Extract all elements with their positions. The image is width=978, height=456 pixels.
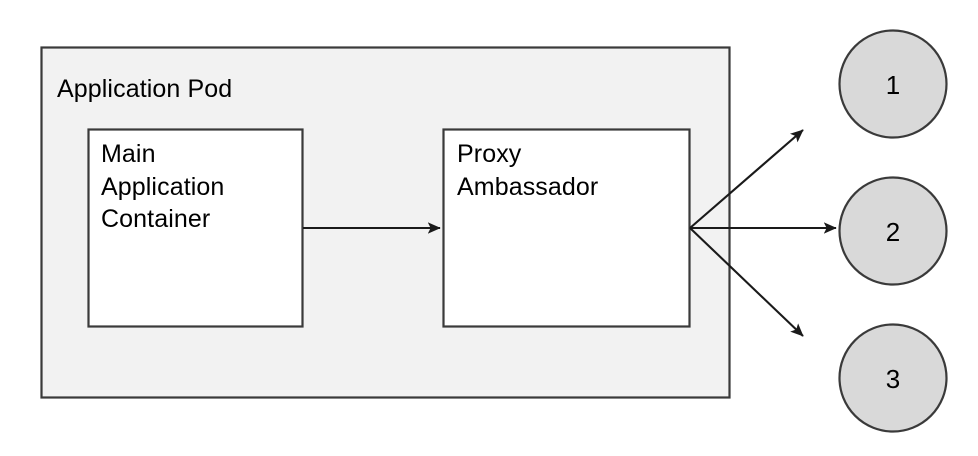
service-circle-2-label: 2	[885, 217, 901, 247]
main-application-container-box	[87, 128, 304, 328]
service-circle-3	[838, 323, 948, 433]
application-pod-title: Application Pod	[57, 75, 233, 103]
service-circle-1	[838, 29, 948, 139]
service-circle-2	[838, 176, 948, 286]
connector-proxy-to-service-1	[689, 129, 804, 229]
proxy-ambassador-box	[442, 128, 691, 328]
main-application-container-label: Main Application Container	[101, 140, 225, 233]
proxy-ambassador-label: Proxy Ambassador	[457, 140, 599, 201]
service-circle-1-label: 1	[885, 70, 901, 100]
service-circle-3-label: 3	[885, 364, 901, 394]
connector-proxy-to-service-3	[689, 227, 804, 337]
